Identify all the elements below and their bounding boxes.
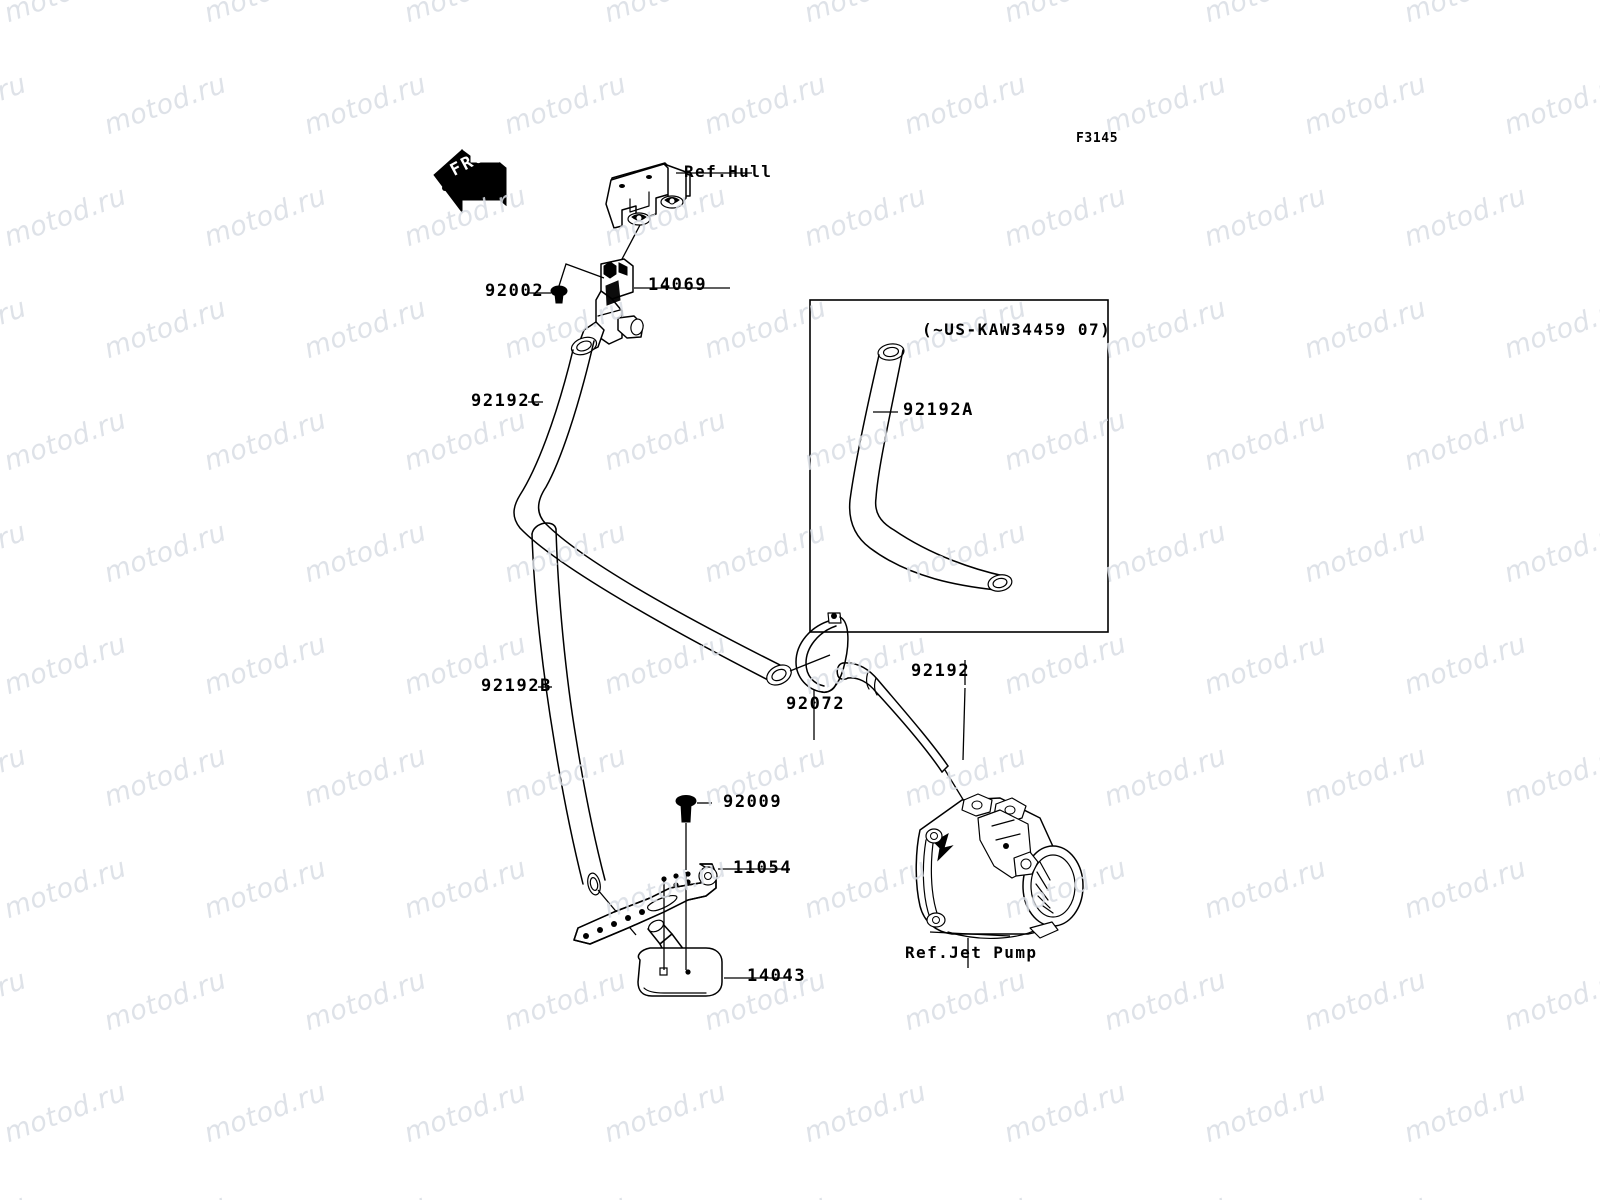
part-number-92072[interactable]: 92072 <box>786 694 846 714</box>
jet-pump-housing-part <box>915 793 1084 939</box>
front-arrow-label: FRONT <box>447 134 511 181</box>
front-arrow-icon <box>433 148 507 214</box>
part-number-92002[interactable]: 92002 <box>485 281 545 301</box>
filter-14043-part <box>637 919 723 997</box>
hose-92192c-part <box>513 336 792 686</box>
cap-valve-part <box>575 258 644 354</box>
part-number-92192[interactable]: 92192 <box>911 661 971 681</box>
part-number-14043[interactable]: 14043 <box>747 966 807 986</box>
leader-hoseC-to-clamp <box>789 654 831 672</box>
leader-pump-span <box>929 931 1011 937</box>
hose-92192a-part <box>848 343 1013 592</box>
bracket-11054-part <box>573 863 718 945</box>
part-number-92192C[interactable]: 92192C <box>471 391 543 411</box>
screw-92002-part <box>550 285 568 304</box>
ref-jet-pump-label[interactable]: Ref.Jet Pump <box>905 943 1038 962</box>
hose-92192-part <box>836 662 949 773</box>
band-clamp-92072-part <box>795 612 849 694</box>
part-number-92192B[interactable]: 92192B <box>481 676 553 696</box>
ref-hull-label[interactable]: Ref.Hull <box>684 162 773 181</box>
part-number-14069[interactable]: 14069 <box>648 275 708 295</box>
hose-92192b-part <box>531 522 606 896</box>
inset-variant-box <box>809 299 1109 633</box>
part-number-92009[interactable]: 92009 <box>723 792 783 812</box>
leader-92192-stem <box>962 687 966 761</box>
hull-bracket-part <box>605 162 691 229</box>
leader-92002-guide <box>558 263 605 287</box>
part-number-92192A[interactable]: 92192A <box>903 400 975 420</box>
part-number-11054[interactable]: 11054 <box>733 858 793 878</box>
screw-92009-part <box>675 795 697 823</box>
diagram-code: F3145 <box>1076 131 1119 146</box>
inset-note: (~US-KAW34459 07) <box>922 320 1112 339</box>
